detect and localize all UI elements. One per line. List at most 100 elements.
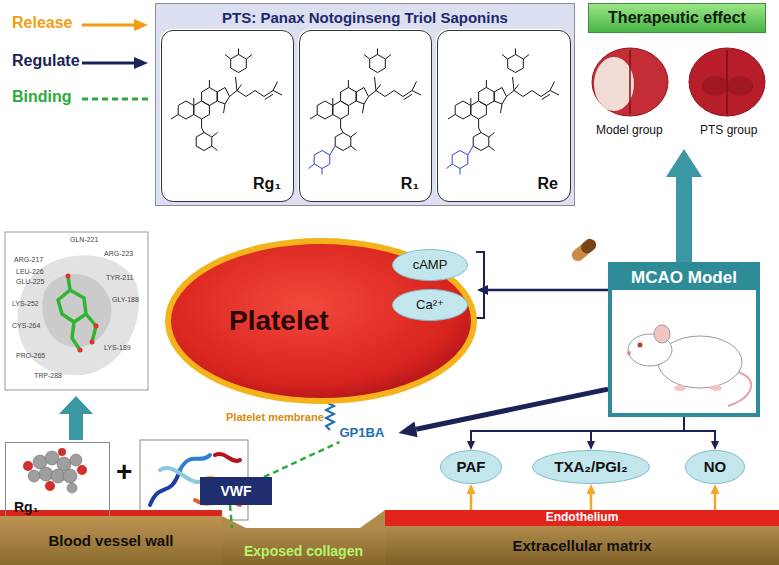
ellipse-outline [393,250,468,281]
protein-ribbon [150,470,180,505]
legend-sample [80,54,150,72]
molecule-model [5,442,110,520]
residue-label: GLU-225 [16,278,44,286]
compound-name: R₁ [401,175,419,193]
collagen-band: Exposed collagen [222,528,385,565]
brain-slice [727,76,753,96]
protein-ribbon [180,455,210,470]
molecule-model [39,467,53,481]
compound-name: Re [538,175,558,193]
brain-slice [726,50,728,114]
chemical-structure [171,49,559,175]
mediator-name: PAF [457,458,486,475]
endothelium-band: Endothelium [385,510,779,526]
structure-card: R₁ [299,30,432,202]
brain-slice [702,76,728,96]
ellipse-outline [393,290,468,321]
protein-ribbon [160,468,205,482]
legend-sample [82,98,148,101]
legend-sample [82,62,136,65]
connector [470,494,473,510]
molecule-model [67,483,77,493]
molecule-model [77,465,87,475]
band-name: Endothelium [546,511,619,525]
compound-name: Rg₁ [253,175,281,193]
residue-label: ARG-217 [14,256,43,264]
molecule-model [63,469,77,483]
chemical-structure [448,49,559,151]
receptor-label-box: GP1BA [340,424,399,442]
compound-panel-ground [155,3,575,206]
docking-picture [5,232,148,390]
vessel-ground [222,516,246,528]
legend-sample [134,57,148,69]
panel-title: PTS: Panax Notoginseng Triol Saponins [222,9,508,26]
connector [230,505,232,528]
structure-card: Rg₁ [161,30,294,202]
molecule-model [5,442,110,520]
messenger-bubble: cAMP [392,249,468,281]
ellipse-outline [686,451,745,484]
messenger-bubble: Ca²⁺ [392,289,468,321]
band-name: Blood vessel wall [48,532,173,549]
docking-picture [94,324,99,329]
docking-picture [5,232,148,390]
residue-label: ARG-223 [104,250,133,258]
residue-label: CYS-264 [12,322,40,330]
mouse-illustration [627,325,751,406]
molecule-model [45,481,55,491]
protein-ribbon [215,454,240,461]
mouse-illustration [710,385,722,391]
legend-text: Binding [12,88,72,106]
docking-picture [42,274,111,347]
molecule-model [58,448,66,456]
vessel-wall-band: Blood vessel wall [0,516,222,565]
brain-slice [594,57,634,111]
docking-picture [58,276,96,350]
group-label: PTS group [700,124,757,138]
legend-sample [134,19,148,31]
model-box-ground [608,262,760,417]
molecule-model [70,454,82,466]
legend-sample [80,90,150,108]
membrane-label: Platelet membrane [226,411,324,424]
connector [488,289,608,292]
connector [684,417,715,441]
compound-panel: PTS: Panax Notoginseng Triol SaponinsRg₁… [155,3,575,206]
legend-text: Regulate [12,52,80,70]
legend-text: Release [12,14,73,32]
group-label: Model group [596,124,663,138]
plus-sign: + [116,456,132,488]
ellipse-outline [533,451,650,484]
chemical-structure [309,146,336,175]
connector [591,417,684,441]
mouse-illustration [674,385,686,391]
messenger-name: Ca²⁺ [416,298,444,313]
mediator-bubble: NO [685,450,745,484]
mouse-illustration [654,325,670,343]
mouse-illustration [638,343,643,348]
ellipse-outline [168,241,474,401]
mediator-bubble: PAF [440,450,502,484]
brain-slice [629,50,631,114]
connector [676,177,692,262]
cell-name: Platelet [229,305,329,337]
receptor-symbol [326,402,334,430]
mouse-illustration [627,351,631,355]
molecule-model [28,470,40,482]
docking-picture [66,274,71,279]
docking-picture [90,340,95,345]
residue-label: TYR-211 [106,274,134,282]
residue-label: TRP-288 [34,372,62,380]
vessel-ground [360,510,385,528]
compound-name: Rg₁ [14,499,38,515]
connector [264,442,340,477]
compound-panel-ground [155,3,575,206]
legend-sample [80,16,150,34]
compound-panel-ground [298,29,431,201]
capsule-icon [579,236,599,255]
chemical-structure [310,49,421,151]
